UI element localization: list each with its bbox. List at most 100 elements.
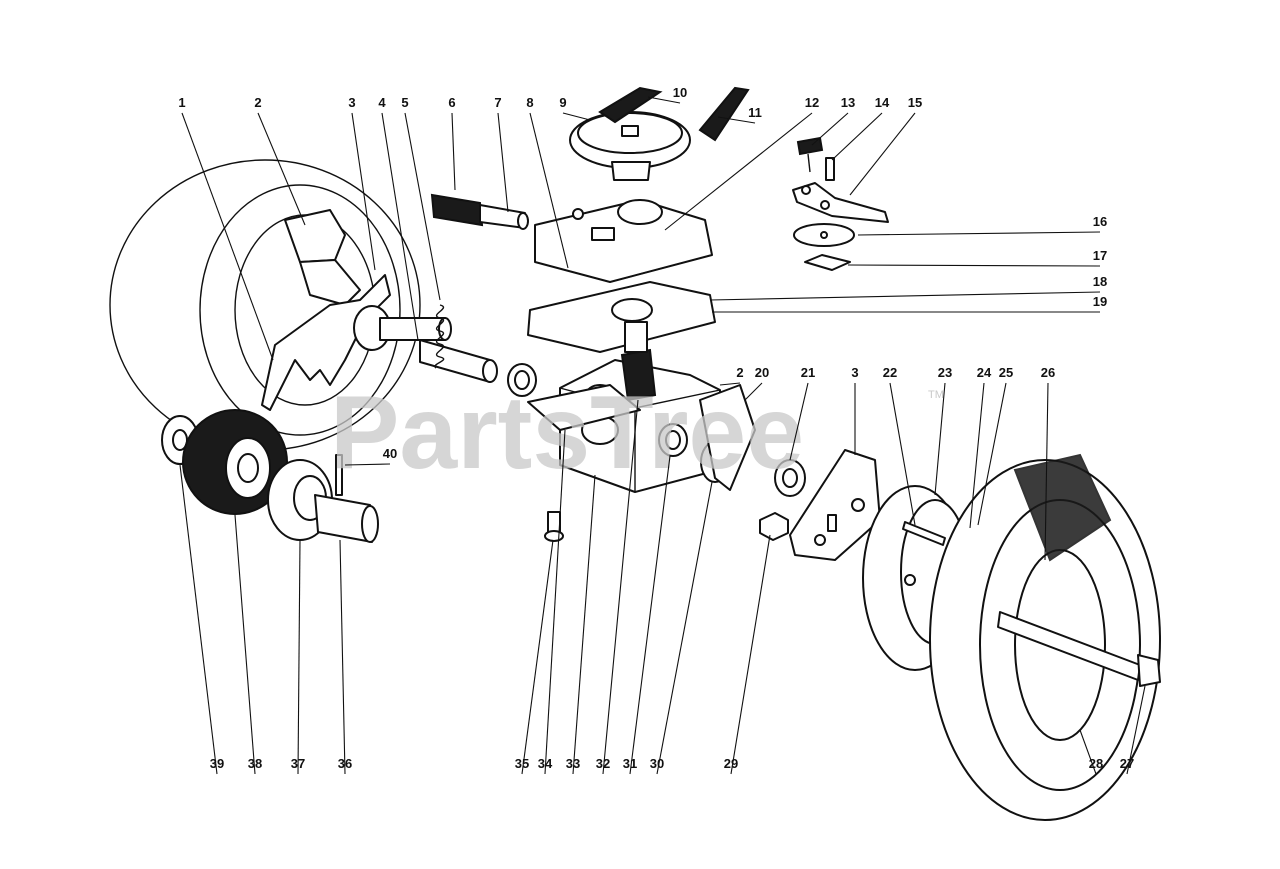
part-29-nut xyxy=(759,512,789,541)
callout-label-c23: 23 xyxy=(938,365,952,380)
callout-label-c31: 31 xyxy=(623,756,637,771)
callout-leader-c34 xyxy=(544,429,566,775)
callout-label-c32: 32 xyxy=(596,756,610,771)
callout-leader-c6 xyxy=(451,112,456,191)
callout-leader-c15 xyxy=(849,112,916,196)
part-32-worm xyxy=(620,321,657,402)
callout-leader-c12 xyxy=(664,112,813,231)
callout-label-c35: 35 xyxy=(515,756,529,771)
callout-leader-c31 xyxy=(629,455,671,775)
callout-leader-c35 xyxy=(521,539,554,775)
watermark: PartsTree TM xyxy=(330,375,944,491)
callout-leader-c5 xyxy=(404,112,441,301)
callout-leader-c24 xyxy=(969,382,985,529)
callout-leader-c37 xyxy=(297,539,301,775)
callout-label-c34: 34 xyxy=(538,756,553,771)
callout-leader-c17 xyxy=(847,264,1101,267)
part-31-bearing xyxy=(507,363,688,457)
callout-label-c22: 22 xyxy=(883,365,897,380)
callout-label-c2b: 2 xyxy=(736,365,743,380)
callout-label-c15: 15 xyxy=(908,95,922,110)
part-34-plate xyxy=(527,384,641,431)
callout-label-c36: 36 xyxy=(338,756,352,771)
callout-label-c2a: 2 xyxy=(254,95,261,110)
callout-label-c6: 6 xyxy=(448,95,455,110)
callout-label-c26: 26 xyxy=(1041,365,1055,380)
part-12-gearbox-cover xyxy=(534,199,713,283)
callout-leader-c1 xyxy=(181,112,274,361)
callout-leader-c39 xyxy=(179,464,218,775)
watermark-trademark: TM xyxy=(928,389,944,401)
callout-leader-c27 xyxy=(1126,685,1146,775)
callout-leader-c25 xyxy=(977,382,1007,526)
callout-label-c39: 39 xyxy=(210,756,224,771)
callout-leader-c29 xyxy=(730,534,771,775)
callout-label-c10: 10 xyxy=(673,85,687,100)
callout-leader-c20 xyxy=(744,382,763,401)
part-22-pin xyxy=(902,521,946,546)
callout-label-c3a: 3 xyxy=(348,95,355,110)
part-20-bracket xyxy=(699,384,756,491)
callout-leader-c14 xyxy=(831,112,883,161)
callout-label-c5: 5 xyxy=(401,95,408,110)
part-3-shaft-collar xyxy=(353,305,452,351)
part-6-worm-spring xyxy=(430,193,529,230)
callout-leader-c26 xyxy=(1044,382,1049,561)
part-21-bushing xyxy=(774,459,806,497)
callout-label-c24: 24 xyxy=(977,365,992,380)
callout-label-c21: 21 xyxy=(801,365,815,380)
part-13-screw xyxy=(796,136,824,173)
callout-leader-c23 xyxy=(934,382,946,496)
callout-leader-c10 xyxy=(647,96,681,104)
callout-label-c20: 20 xyxy=(755,365,769,380)
callout-label-c13: 13 xyxy=(841,95,855,110)
callout-leader-c40 xyxy=(344,463,391,466)
callout-label-c37: 37 xyxy=(291,756,305,771)
callout-label-c11: 11 xyxy=(748,105,762,120)
callout-leader-c18 xyxy=(709,291,1101,301)
part-16-washer xyxy=(793,223,855,247)
callout-leader-c38 xyxy=(234,514,256,775)
callout-leader-c8 xyxy=(529,112,569,269)
callout-leader-c16 xyxy=(857,231,1101,236)
callout-label-c12: 12 xyxy=(805,95,819,110)
callout-label-c28: 28 xyxy=(1089,756,1103,771)
part-36-collar xyxy=(314,494,379,543)
callout-label-c8: 8 xyxy=(526,95,533,110)
callout-leader-c4 xyxy=(381,112,419,341)
callout-label-c1: 1 xyxy=(178,95,185,110)
part-40-pin xyxy=(335,454,343,496)
callout-leader-c30 xyxy=(656,481,713,775)
callout-label-c38: 38 xyxy=(248,756,262,771)
callout-leader-c2a xyxy=(257,112,306,226)
callout-leader-c28 xyxy=(1079,729,1097,775)
callout-label-c3b: 3 xyxy=(851,365,858,380)
callout-leader-c13 xyxy=(811,112,849,146)
callout-label-c30: 30 xyxy=(650,756,664,771)
part-18-gasket xyxy=(527,281,716,353)
part-17-plate xyxy=(804,254,851,271)
callout-label-c40: 40 xyxy=(383,446,397,461)
callout-label-c33: 33 xyxy=(566,756,580,771)
part-1-shift-fork xyxy=(261,274,391,411)
callout-label-c17: 17 xyxy=(1093,248,1107,263)
callout-leader-c7 xyxy=(497,112,509,213)
callout-leader-c9 xyxy=(562,112,591,121)
callout-label-c4: 4 xyxy=(378,95,386,110)
callout-leader-c32 xyxy=(602,399,639,775)
callout-leader-c3a xyxy=(351,112,376,271)
callout-leader-c36 xyxy=(339,539,346,775)
callout-label-c29: 29 xyxy=(724,756,738,771)
callout-label-c16: 16 xyxy=(1093,214,1107,229)
callout-label-c14: 14 xyxy=(875,95,890,110)
callout-label-c27: 27 xyxy=(1120,756,1134,771)
part-9-pulley xyxy=(569,111,691,181)
part-4-rod xyxy=(419,339,498,383)
part-5-spring xyxy=(434,304,445,369)
callout-leader-c21 xyxy=(789,382,809,461)
part-15-lever-plate xyxy=(792,182,889,223)
callout-label-c19: 19 xyxy=(1093,294,1107,309)
